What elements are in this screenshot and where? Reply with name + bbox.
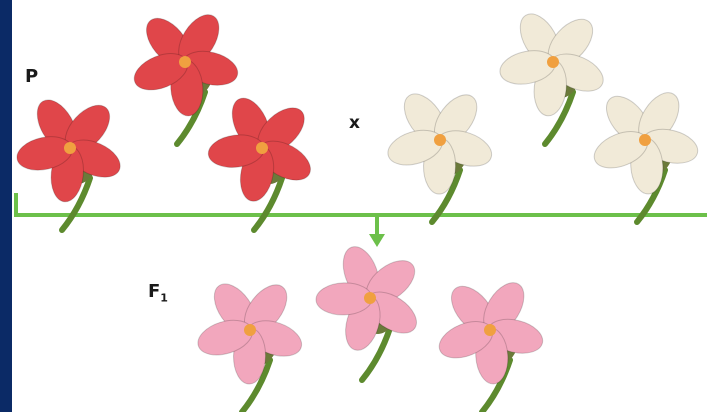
- parent-red-flower: [188, 75, 335, 230]
- offspring-pink-flower: [173, 253, 327, 412]
- f1-letter: F: [148, 281, 160, 302]
- parent-generation-label: P: [25, 66, 38, 87]
- f1-subscript: 1: [160, 292, 168, 305]
- parent-white-flower: [363, 63, 517, 222]
- down-arrow-icon: [369, 234, 385, 247]
- parent-red-flower: [0, 73, 145, 230]
- offspring-pink-flower: [412, 252, 567, 412]
- cross-bracket: [14, 193, 707, 247]
- parent-white-flower: [477, 0, 628, 144]
- offspring-pink-flower: [299, 228, 441, 380]
- f1-generation-label: F1: [148, 281, 168, 305]
- cross-symbol: x: [349, 113, 360, 133]
